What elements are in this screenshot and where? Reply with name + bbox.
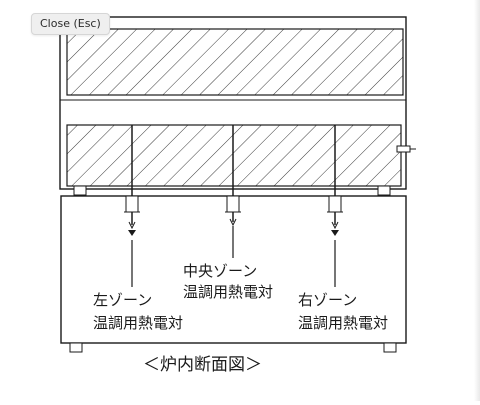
lower-heater-block — [66, 124, 402, 187]
center-zone-name-label: 中央ゾーン — [183, 262, 257, 280]
right-zone-name-label: 右ゾーン — [298, 291, 357, 309]
upper-heater-block — [66, 28, 404, 96]
left-zone-name-label: 左ゾーン — [93, 291, 152, 309]
diagram-caption: ＜炉内断面図＞ — [143, 355, 262, 375]
viewer-edge-shadow — [474, 0, 480, 401]
thermocouple-center — [225, 125, 241, 227]
thermocouple-right — [327, 125, 343, 236]
center-zone-sensor-label: 温調用熱電対 — [183, 283, 273, 301]
thermocouple-left — [124, 125, 140, 236]
close-button[interactable]: Close (Esc) — [31, 13, 110, 35]
side-port — [396, 145, 411, 153]
right-zone-sensor-label: 温調用熱電対 — [298, 314, 388, 332]
base-foot-right — [383, 342, 397, 353]
base-foot-left — [69, 342, 83, 353]
left-zone-sensor-label: 温調用熱電対 — [93, 314, 183, 332]
casing-foot-left — [73, 185, 87, 196]
casing-foot-right — [377, 185, 391, 196]
